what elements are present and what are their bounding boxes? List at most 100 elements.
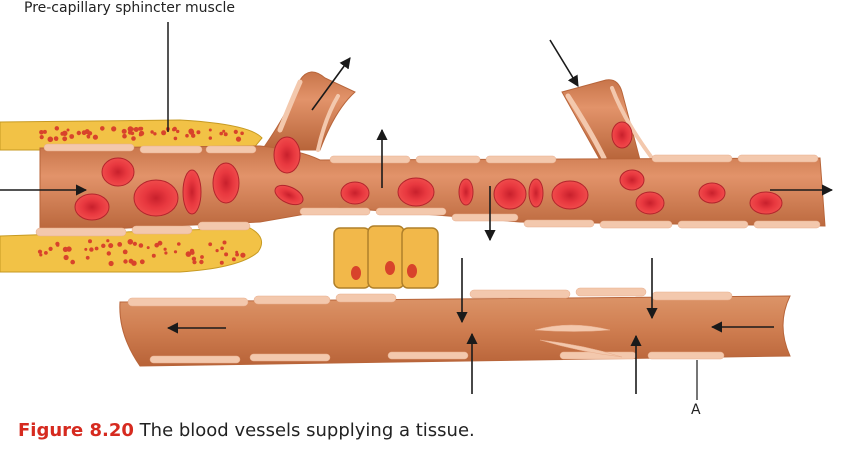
muscle-dot <box>106 239 110 243</box>
arrow-icon <box>549 39 579 87</box>
cell-nucleus <box>351 266 361 280</box>
tissue-cells <box>333 225 439 289</box>
muscle-dot <box>132 241 137 246</box>
muscle-dot <box>127 126 134 132</box>
muscle-dot <box>128 258 134 264</box>
muscle-dot <box>219 131 223 136</box>
muscle-dot <box>154 242 159 248</box>
muscle-dot <box>222 129 226 133</box>
muscle-dot <box>44 251 48 255</box>
red-blood-cell <box>698 182 726 204</box>
red-blood-cell <box>182 169 202 215</box>
muscle-dot <box>190 250 195 255</box>
red-blood-cell <box>619 169 645 191</box>
muscle-dot <box>39 135 44 140</box>
muscle-dot <box>235 136 242 142</box>
muscle-dot <box>164 251 168 255</box>
muscle-dot <box>220 246 224 251</box>
red-blood-cells <box>74 121 783 221</box>
muscle-dot <box>88 239 92 244</box>
muscle-dot <box>39 253 43 257</box>
muscle-dot <box>66 246 72 252</box>
muscle-dot <box>173 136 178 141</box>
muscle-dot <box>131 136 136 141</box>
tissue-cell <box>333 227 371 289</box>
muscle-dot <box>139 259 145 265</box>
red-blood-cell <box>133 179 179 217</box>
muscle-dot <box>241 254 245 258</box>
muscle-dot <box>48 246 53 251</box>
venule-lining <box>127 287 733 364</box>
muscle-dot <box>86 135 91 139</box>
muscle-dot <box>146 246 150 250</box>
muscle-dot <box>85 255 90 260</box>
cell-nucleus <box>385 261 395 275</box>
muscle-dot <box>208 242 213 247</box>
muscle-dot <box>84 247 88 251</box>
muscle-dot <box>231 257 236 262</box>
flow-arrows <box>0 39 834 394</box>
muscle-dot <box>219 260 224 265</box>
muscle-dot <box>138 126 143 131</box>
muscle-dot <box>47 136 54 143</box>
red-blood-cell <box>101 157 135 187</box>
capillary-branch-left <box>261 71 356 151</box>
muscle-dot <box>222 240 227 245</box>
muscle-dot <box>240 131 244 136</box>
capillary-lining-bottom <box>35 207 821 237</box>
red-blood-cell <box>458 178 474 206</box>
sphincter-muscle <box>0 119 263 273</box>
muscle-dot <box>161 130 167 136</box>
muscle-dot <box>39 130 44 135</box>
muscle-dot <box>56 243 60 247</box>
red-blood-cell <box>212 162 240 204</box>
sphincter-dots <box>37 126 246 267</box>
muscle-dot <box>163 247 167 251</box>
muscle-dot <box>138 243 144 248</box>
muscle-dot <box>177 242 181 246</box>
muscle-dot <box>192 260 197 265</box>
cell-nucleus <box>407 264 417 278</box>
muscle-dot <box>55 127 59 131</box>
figure-caption: Figure 8.20 The blood vessels supplying … <box>18 420 475 441</box>
muscle-dot <box>208 136 212 140</box>
muscle-dot <box>127 239 134 245</box>
muscle-dot <box>63 254 69 261</box>
muscle-dot <box>54 137 59 141</box>
red-blood-cell <box>340 181 370 205</box>
muscle-dot <box>108 260 114 267</box>
muscle-dot <box>150 130 154 134</box>
muscle-dot <box>176 129 180 134</box>
red-blood-cell <box>635 191 665 215</box>
muscle-dot <box>185 133 189 138</box>
tissue-cell <box>367 225 405 289</box>
muscle-dot <box>42 129 47 134</box>
muscle-dot <box>62 136 68 142</box>
branch-left-lining <box>277 79 303 133</box>
muscle-dot <box>196 130 201 135</box>
muscle-dot <box>122 249 128 255</box>
sphincter-muscle-upper <box>0 119 263 151</box>
muscle-dot <box>122 133 127 139</box>
muscle-dot <box>172 127 176 132</box>
caption-text: The blood vessels supplying a tissue. <box>133 420 475 441</box>
capillary-lining-top <box>43 143 819 164</box>
muscle-dot <box>106 251 112 256</box>
red-blood-cell <box>551 180 589 210</box>
muscle-dot <box>101 243 106 248</box>
muscle-dot <box>84 129 90 135</box>
muscle-dot <box>37 249 43 254</box>
muscle-dot <box>185 251 192 257</box>
muscle-dot <box>66 128 70 132</box>
muscle-dot <box>199 259 204 265</box>
muscle-dot <box>60 131 65 136</box>
red-blood-cell <box>274 184 304 206</box>
muscle-dot <box>70 259 75 265</box>
label-a: A <box>691 402 701 418</box>
muscle-dot <box>94 246 99 251</box>
muscle-dot <box>191 256 197 261</box>
muscle-dot <box>235 252 240 257</box>
tissue-cell <box>401 227 439 289</box>
muscle-dot <box>121 128 127 134</box>
